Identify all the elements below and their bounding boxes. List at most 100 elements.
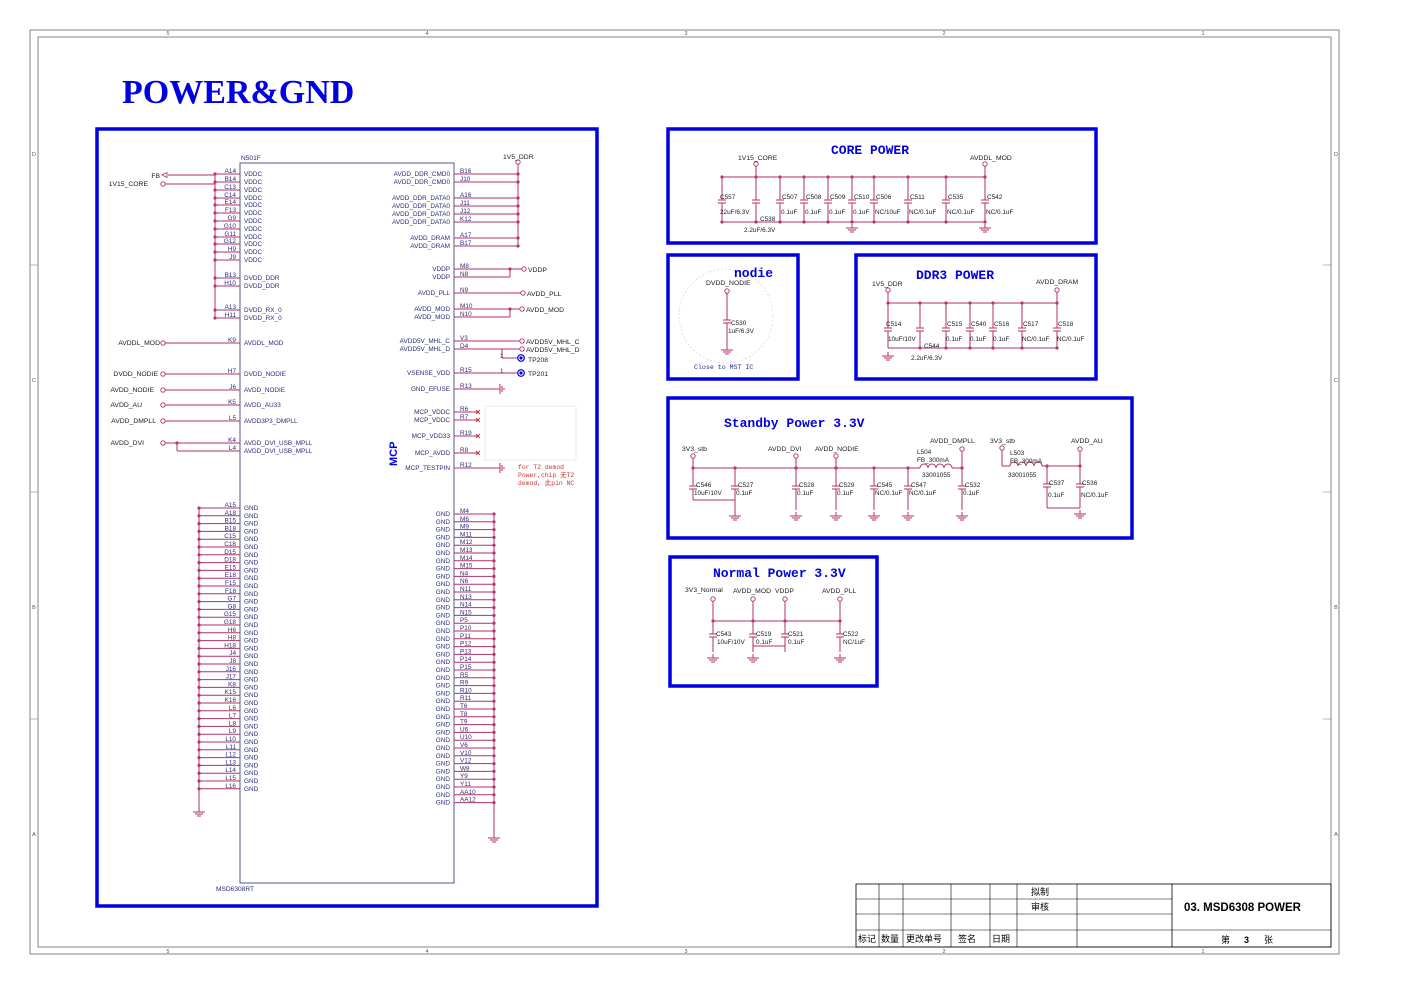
pin-name: AVDD_DDR_CMD0: [394, 179, 451, 186]
pin-number: E18: [225, 572, 237, 579]
pin-number: B17: [460, 240, 472, 247]
capacitor-ref: C518: [1058, 321, 1074, 328]
pin-number: A14: [225, 168, 237, 175]
pin-number: AA12: [460, 797, 476, 804]
pin-name: DVDD_DDR: [244, 283, 280, 290]
pin-number: J9: [229, 254, 236, 261]
pin-name: GND: [244, 630, 259, 637]
capacitor-ref: C508: [806, 194, 822, 201]
capacitor-ref: C530: [731, 320, 747, 327]
capacitor-ref: C535: [948, 194, 964, 201]
pin-number: C14: [224, 192, 236, 199]
mcp-note-3: demod, 此pin NC: [518, 478, 574, 487]
pin-name: GND: [436, 753, 451, 760]
pin-number: P11: [460, 633, 471, 640]
grid-col-label: 2: [942, 949, 945, 955]
pin-number: K9: [228, 337, 236, 344]
capacitor-ref: C511: [910, 194, 925, 201]
net-normal-vddp: VDDP: [775, 588, 794, 595]
tb-col-qty: 数量: [881, 933, 899, 944]
ground-symbol-icon: [846, 224, 858, 233]
grid-col-label: 1: [1201, 31, 1204, 37]
pin-number: L5: [229, 415, 237, 422]
core-power-title: CORE POWER: [831, 143, 909, 158]
pin-name: GND: [436, 534, 451, 541]
capacitor-value: 0.1uF: [963, 490, 979, 497]
pin-name: GND: [436, 792, 451, 799]
pin-number: G18: [224, 619, 237, 626]
grid-col-label: 3: [684, 949, 687, 955]
title-block: 拟制 审核 标记 数量 更改单号 签名 日期 03. MSD6308 POWER…: [855, 883, 1332, 948]
pin-name: GND: [436, 675, 451, 682]
tp201-pin: 1: [500, 368, 504, 375]
pin-name: VDDC: [244, 195, 262, 202]
grid-row-label: C: [1334, 378, 1338, 384]
tb-col-sign: 签名: [958, 933, 976, 944]
pin-number: P13: [460, 648, 472, 655]
pin-number: J12: [460, 208, 471, 215]
pin-name: AVDD3P3_DMPLL: [244, 418, 298, 425]
pin-number: B18: [225, 525, 237, 532]
pin-name: GND: [244, 583, 259, 590]
grid-col-label: 4: [425, 31, 428, 37]
pin-name: GND: [436, 729, 451, 736]
net-mhl-c: AVDD5V_MHL_C: [526, 339, 580, 346]
pin-number: J8: [229, 658, 236, 665]
pin-number: B14: [225, 176, 237, 183]
pin-number: K5: [228, 399, 236, 406]
pin-number: H11: [225, 312, 237, 319]
capacitor-value: 0.1uF: [736, 490, 752, 497]
chip-ref: N501F: [241, 155, 261, 162]
tp208-pin: 1: [500, 353, 504, 360]
net-dvdd_nodie: DVDD_NODIE: [113, 371, 158, 378]
pin-number: M12: [460, 539, 473, 546]
pin-name: GND: [436, 636, 451, 643]
grid-row-label: A: [1334, 832, 1338, 838]
pin-name: AVDD_AU33: [244, 402, 281, 409]
ground-symbol-icon: [193, 808, 205, 817]
pin-name: AVDD_MOD: [414, 314, 450, 321]
pin-number: L10: [225, 736, 236, 743]
capacitor-ref: C538: [760, 216, 776, 223]
pin-name: AVDD_DDR_CMD0: [394, 171, 451, 178]
capacitor-value: 0.1uF: [1048, 492, 1064, 499]
pin-name: VDDC: [244, 218, 262, 225]
pin-name: GND: [436, 644, 451, 651]
pin-number: F13: [225, 207, 236, 214]
capacitor-value: 2.2uF/6.3V: [911, 355, 943, 362]
ground-symbol-icon: [790, 512, 802, 521]
inductor-l504-ref: L504: [917, 449, 932, 456]
nodie-frame: [666, 253, 800, 381]
pin-name: GND: [436, 620, 451, 627]
pin-name: GND: [436, 511, 451, 518]
grid-col-label: 5: [166, 949, 169, 955]
pin-name: GND: [244, 747, 259, 754]
capacitor-value: NC/0.1uF: [909, 209, 936, 216]
capacitor-value: 10uF/10V: [694, 490, 722, 497]
pin-number: R15: [460, 367, 472, 374]
pin-number: L16: [225, 783, 236, 790]
core-power-frame: [666, 127, 1098, 245]
tb-sheet-no: 3: [1244, 935, 1249, 945]
capacitor-ref: C516: [994, 321, 1010, 328]
chip-body: [239, 162, 455, 884]
pin-number: N15: [460, 609, 472, 616]
pin-name: GND: [436, 706, 451, 713]
pin-name: VDDC: [244, 234, 262, 241]
pin-name: AVDD_DVI_USB_MPLL: [244, 448, 313, 455]
inductor-l504-val: FB_300mA: [917, 457, 950, 464]
capacitor-ref: C510: [854, 194, 870, 201]
pin-name: GND: [244, 528, 259, 535]
pin-number: R5: [460, 672, 469, 679]
pin-number: P15: [460, 664, 472, 671]
capacitor-ref: C528: [799, 482, 815, 489]
testpoint-tp201: TP201: [528, 371, 548, 378]
capacitor-ref: C515: [947, 321, 963, 328]
